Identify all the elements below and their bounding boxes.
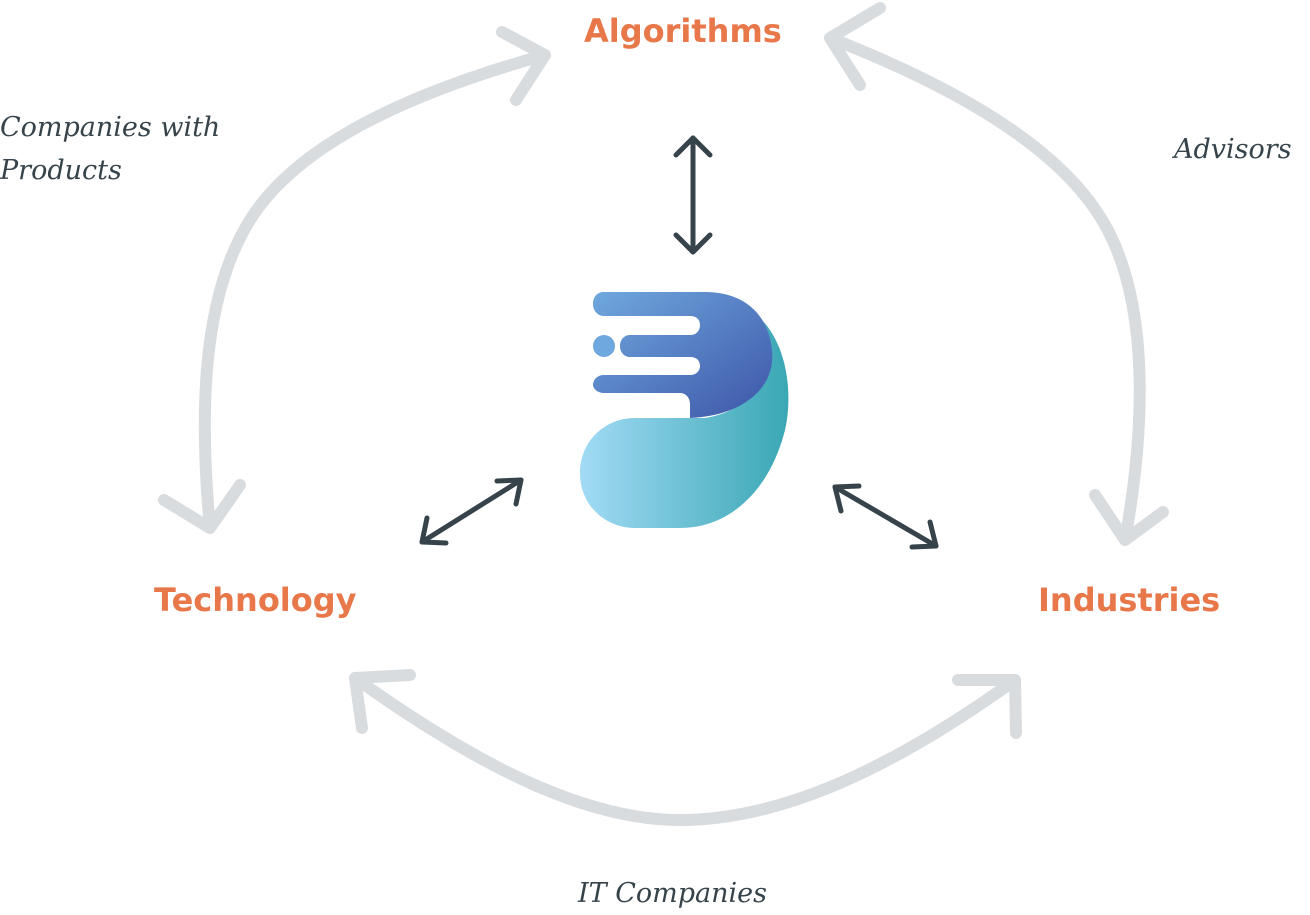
edge-label-companies-line2: Products	[0, 155, 122, 186]
logo-dot	[593, 335, 615, 357]
arrow-center-industries	[832, 484, 939, 549]
edge-label-companies-with-products: Companies with Products	[0, 106, 220, 192]
arrowhead-technology-industries-left	[349, 669, 416, 734]
brand-logo-icon	[580, 292, 789, 528]
arrowhead-center-algorithms-bottom	[673, 232, 713, 255]
arrowhead-technology-industries-right	[952, 674, 1022, 739]
outer-arrows	[158, 2, 1169, 826]
arrowhead-center-algorithms-top	[673, 135, 713, 158]
arrowhead-algorithms-industries-top	[824, 2, 886, 91]
logo-top-shape	[593, 292, 773, 418]
node-technology: Technology	[154, 581, 357, 619]
arrowhead-center-industries-top	[832, 483, 862, 514]
arrowhead-algorithms-industries-bottom	[1089, 489, 1169, 546]
arrowhead-algorithms-technology-bottom	[158, 479, 246, 534]
arrow-technology-industries	[349, 672, 1021, 826]
arrow-algorithms-industries	[824, 32, 1146, 546]
arrowhead-center-technology-bottom	[419, 515, 449, 546]
node-industries: Industries	[1038, 581, 1221, 619]
inner-arrows	[419, 135, 939, 550]
arrowhead-center-technology-top	[494, 477, 524, 507]
edge-label-companies-line1: Companies with	[0, 112, 221, 143]
edge-label-advisors: Advisors	[1174, 134, 1292, 165]
node-algorithms: Algorithms	[584, 12, 782, 50]
logo-bottom-shape	[580, 320, 789, 528]
arrow-algorithms-technology	[198, 49, 551, 534]
arrow-center-technology	[419, 477, 524, 545]
arrowhead-algorithms-technology-top	[496, 26, 551, 106]
edge-label-it-companies: IT Companies	[578, 878, 768, 909]
arrowhead-center-industries-bottom	[909, 519, 939, 550]
